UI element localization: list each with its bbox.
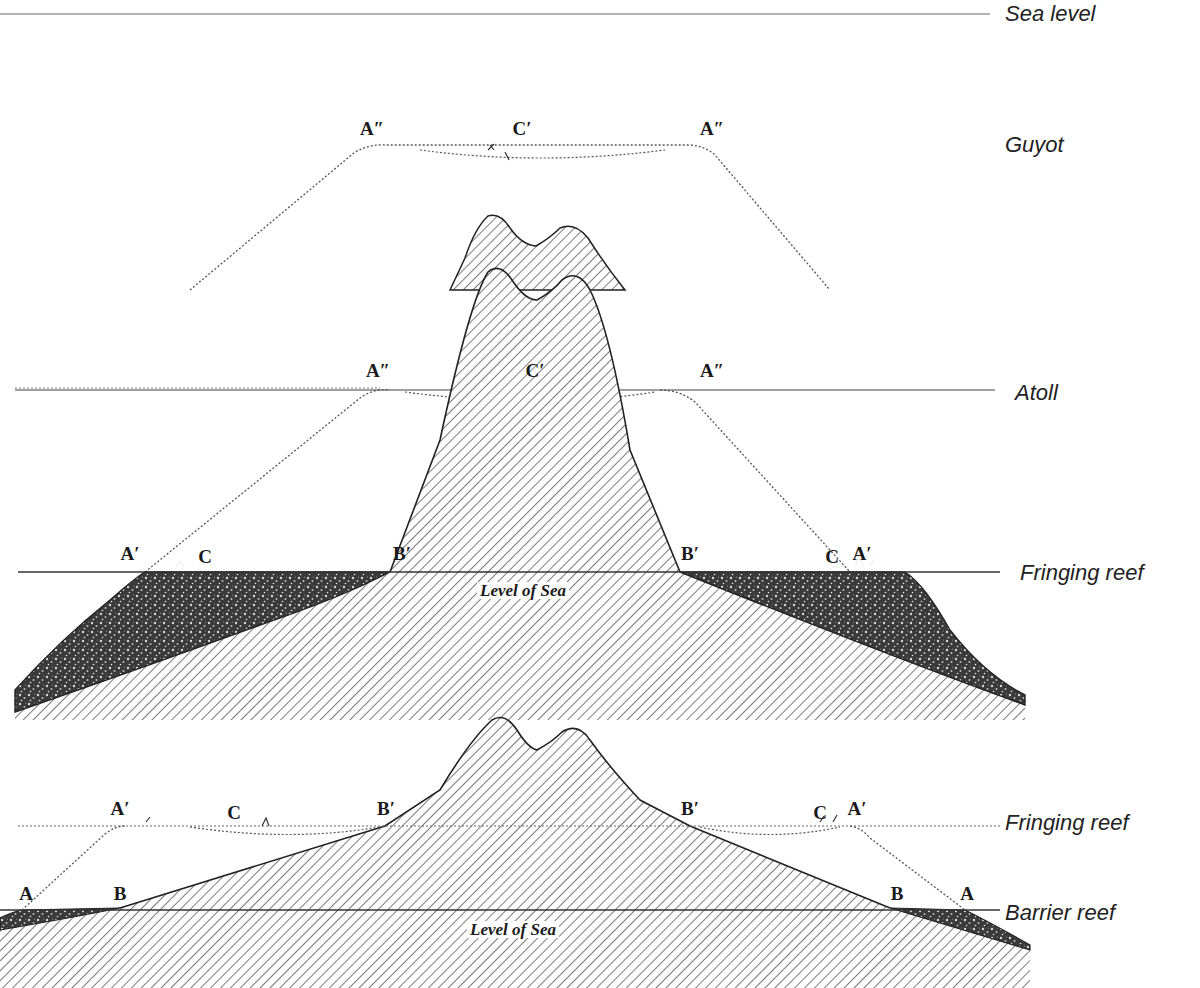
sea-level-label: Level of Sea [477, 582, 569, 599]
fringing-reef-figure [15, 268, 1025, 720]
stage-label: Sea level [1005, 3, 1096, 25]
stage-label: Barrier reef [1005, 902, 1115, 924]
point-letter: B [114, 884, 127, 903]
sea-level-line [0, 13, 990, 14]
stage-label: Atoll [1015, 382, 1058, 404]
point-letter: B′ [377, 799, 395, 818]
point-letter: A″ [360, 119, 384, 138]
point-letter: A″ [366, 361, 390, 380]
guyot-figure [190, 144, 830, 290]
point-letter: A′ [852, 544, 871, 563]
point-letter: C′ [512, 119, 531, 138]
stage-label: Fringing reef [1020, 562, 1144, 584]
point-letter: A′ [847, 799, 866, 818]
point-letter: A [960, 884, 974, 903]
point-letter: C [227, 803, 241, 822]
point-letter: A″ [700, 119, 724, 138]
point-letter: C′ [525, 361, 544, 380]
point-letter: B′ [393, 544, 411, 563]
point-letter: B′ [681, 799, 699, 818]
point-letter: C [198, 547, 212, 566]
stage-label: Guyot [1005, 134, 1064, 156]
point-letter: B [891, 884, 904, 903]
point-letter: A′ [110, 799, 129, 818]
point-letter: C [825, 547, 839, 566]
point-letter: A′ [120, 544, 139, 563]
point-letter: C [813, 803, 827, 822]
point-letter: A″ [700, 361, 724, 380]
sea-level-label: Level of Sea [467, 921, 559, 938]
point-letter: A [19, 884, 33, 903]
stage-label: Fringing reef [1005, 812, 1129, 834]
barrier-reef-figure [0, 718, 1030, 988]
point-letter: B′ [681, 544, 699, 563]
